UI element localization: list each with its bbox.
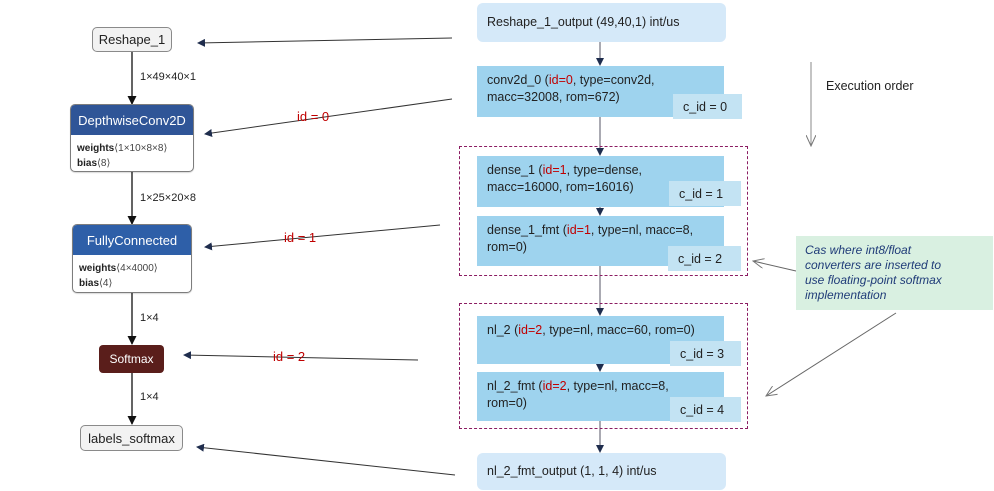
conv2d-rest: , type=conv2d, [572,73,655,87]
node-labels-softmax-label: labels_softmax [88,430,175,446]
dense-id: id=1 [542,163,567,177]
flow-output-node[interactable]: nl_2_fmt_output (1, 1, 4) int/us [477,453,726,490]
cid-4: c_id = 4 [670,397,741,422]
cid-3: c_id = 3 [670,341,741,366]
cid-0: c_id = 0 [673,94,742,119]
edge-label-3: 1×4 [140,312,159,324]
conv2d-line2: macc=32008, rom=672) [487,90,620,104]
map-nl-softmax [183,351,419,361]
node-softmax-label: Softmax [109,352,154,366]
nl-fmt-name: nl_2_fmt ( [487,379,543,393]
map-conv-dwconv [204,98,453,137]
cid-1: c_id = 1 [669,181,741,206]
conv2d-id: id=0 [548,73,573,87]
flow-input-label: Reshape_1_output (49,40,1) int/us [487,15,680,29]
flow-output-label: nl_2_fmt_output (1, 1, 4) int/us [487,464,657,478]
note-line-2: converters are inserted to [805,258,942,272]
cid-1-label: c_id = 1 [679,186,724,201]
execution-order-label: Execution order [826,79,914,93]
converter-note: Cas where int8/float converters are inse… [796,236,993,310]
dense-fmt-name: dense_1_fmt ( [487,223,567,237]
note-pointer-top [753,261,797,272]
fc-bias-key: bias [79,278,100,289]
cid-2-label: c_id = 2 [678,251,723,266]
dense-fmt-id: id=1 [566,223,591,237]
id-label-2: id = 2 [273,349,306,364]
note-line-1: Cas where int8/float [805,243,912,257]
node-fullyconnected[interactable]: FullyConnected weights⟨4×4000⟩ bias⟨4⟩ [72,224,192,293]
id-label-1: id = 1 [284,230,317,245]
dense-rest: , type=dense, [566,163,642,177]
nl-id: id=2 [518,323,543,337]
nl-fmt-id: id=2 [542,379,567,393]
node-depthwiseconv2d[interactable]: DepthwiseConv2D weights⟨1×10×8×8⟩ bias⟨8… [70,104,194,172]
nl-fmt-rest: , type=nl, macc=8, [566,379,669,393]
dense-fmt-rest: , type=nl, macc=8, [590,223,694,237]
dwconv-weights-key: weights [77,143,115,154]
dense-fmt-line2: rom=0) [487,240,527,254]
note-line-4: implementation [805,288,887,302]
node-fc-attrs: weights⟨4×4000⟩ bias⟨4⟩ [73,255,191,292]
node-reshape[interactable]: Reshape_1 [92,27,172,52]
group-dense [459,146,748,276]
edge-label-1: 1×49×40×1 [140,71,196,83]
nl-fmt-line2: rom=0) [487,396,527,410]
node-dwconv-attrs: weights⟨1×10×8×8⟩ bias⟨8⟩ [71,135,193,171]
group-nl [459,303,748,429]
fc-bias-value: ⟨4⟩ [99,278,113,289]
cid-4-label: c_id = 4 [680,402,725,417]
dwconv-weights-value: ⟨1×10×8×8⟩ [114,143,168,154]
cid-3-label: c_id = 3 [680,346,725,361]
flow-node-dense-fmt[interactable]: dense_1_fmt (id=1, type=nl, macc=8, rom=… [477,216,724,266]
map-dense-fc [204,224,441,251]
node-reshape-label: Reshape_1 [98,32,166,47]
nl-name: nl_2 ( [487,323,519,337]
cid-0-label: c_id = 0 [683,99,728,114]
node-fc-header: FullyConnected [73,225,191,255]
map-input-reshape [197,37,453,47]
note-line-3: use floating-point softmax [805,273,942,287]
node-fc-title: FullyConnected [86,232,178,248]
dense-line2: macc=16000, rom=16016) [487,180,634,194]
dense-name: dense_1 ( [487,163,543,177]
id-label-0: id = 0 [297,109,330,124]
flow-node-conv2d[interactable]: conv2d_0 (id=0, type=conv2d, macc=32008,… [477,66,724,117]
edge-label-4: 1×4 [140,391,159,403]
flow-input-node[interactable]: Reshape_1_output (49,40,1) int/us [477,3,726,42]
dwconv-bias-value: ⟨8⟩ [97,158,111,169]
conv2d-name: conv2d_0 ( [487,73,549,87]
dwconv-bias-key: bias [77,158,98,169]
nl-rest: , type=nl, macc=60, rom=0) [542,323,695,337]
node-softmax[interactable]: Softmax [99,345,164,373]
node-dwconv-title: DepthwiseConv2D [78,112,186,128]
node-dwconv-header: DepthwiseConv2D [71,105,193,135]
note-pointer-bottom [766,312,897,396]
edge-label-2: 1×25×20×8 [140,192,196,204]
node-labels-softmax[interactable]: labels_softmax [80,425,183,451]
map-output-labels [196,443,456,476]
fc-weights-key: weights [79,263,117,274]
cid-2: c_id = 2 [668,246,741,271]
fc-weights-value: ⟨4×4000⟩ [116,263,158,274]
